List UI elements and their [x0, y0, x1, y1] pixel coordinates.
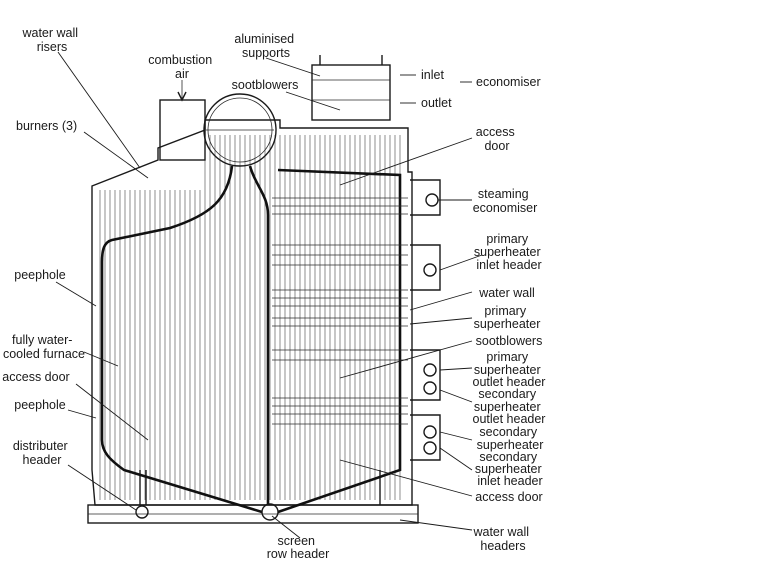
label-aluminised-supports: aluminised supports	[234, 32, 297, 60]
label-distributer-header: distributer header	[13, 439, 71, 467]
label-water-wall: water wall	[478, 286, 535, 300]
steam-drum	[203, 93, 277, 167]
label-economiser: economiser	[476, 75, 541, 89]
label-sootblowers-top: sootblowers	[232, 78, 299, 92]
screen-wall	[248, 165, 270, 505]
label-outlet: outlet	[421, 96, 452, 110]
economiser-box	[311, 64, 391, 121]
leader-lines	[55, 51, 483, 539]
label-peephole-upper: peephole	[14, 268, 65, 282]
label-access-door-top: access door	[476, 125, 518, 153]
label-water-wall-risers: water wall risers	[21, 26, 81, 54]
label-inlet: inlet	[421, 68, 444, 82]
label-primary-superheater-outlet-header: primary superheater outlet header	[473, 350, 546, 389]
screen-row-header	[261, 503, 279, 521]
combustion-air-duct	[159, 99, 206, 161]
label-access-door-bottom: access door	[475, 490, 542, 504]
boiler-drawing	[87, 55, 441, 524]
label-secondary-superheater-inlet-header: secondary superheater inlet header	[475, 450, 545, 488]
label-fully-water-cooled-furnace: fully water- cooled furnace	[3, 333, 85, 361]
superheater-banks	[272, 197, 408, 425]
label-access-door-left: access door	[2, 370, 69, 384]
furnace-tubes	[99, 135, 401, 500]
label-secondary-superheater-outlet-header: secondary superheater outlet header	[473, 387, 546, 426]
label-water-wall-headers: water wall headers	[472, 525, 532, 553]
label-primary-superheater-inlet-header: primary superheater inlet header	[474, 232, 544, 272]
right-headers	[410, 179, 441, 461]
distributer-header-circle	[135, 505, 149, 519]
label-screen-row-header: screen row header	[267, 534, 330, 561]
label-steaming-economiser: steaming economiser	[473, 187, 538, 215]
label-sootblowers-side: sootblowers	[476, 334, 543, 348]
label-secondary-superheater: secondary superheater	[477, 425, 544, 452]
label-burners: burners (3)	[16, 119, 77, 133]
label-peephole-lower: peephole	[14, 398, 65, 412]
labels: water wall risers combustion air alumini…	[2, 26, 545, 561]
label-primary-superheater: primary superheater	[474, 304, 541, 331]
label-combustion-air: combustion air	[148, 53, 215, 81]
left-water-wall-tube	[100, 165, 263, 514]
